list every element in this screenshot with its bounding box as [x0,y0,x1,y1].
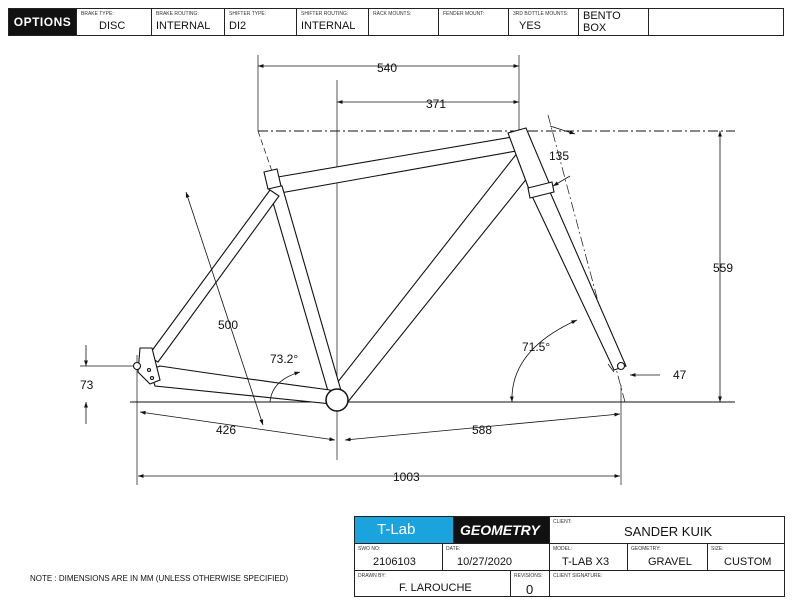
option-label: SHIFTER ROUTING: [301,11,349,17]
seat-collar [263,168,282,190]
date-value: 10/27/2020 [457,556,513,568]
revisions-value: 0 [526,582,534,597]
swo-value: 2106103 [373,556,416,568]
option-rack-mounts: RACK MOUNTS: [368,9,438,35]
option-value: DISC [99,20,126,32]
dim-head-tube: 135 [549,149,569,163]
client-cell: CLIENT: SANDER KUIK [550,517,784,544]
date-cell: DATE: 10/27/2020 [443,544,550,571]
size-label: SIZE: [711,546,724,552]
option-label: BRAKE TYPE: [81,11,114,17]
brand-logo: T-Lab [377,521,416,538]
chain-stay [149,365,333,405]
dim-head-angle: 71.5° [522,340,550,354]
bike-frame [132,127,627,412]
option-label: RACK MOUNTS: [373,11,412,17]
size-value: CUSTOM [724,556,772,568]
size-cell: SIZE: CUSTOM [708,544,784,571]
brand-cell: T-Lab [355,517,454,544]
option-third-bottle-mounts: 3RD BOTTLE MOUNTS: YES [508,9,578,35]
swo-cell: SWO NO: 2106103 [355,544,443,571]
title-block: T-Lab GEOMETRY CLIENT: SANDER KUIK SWO N… [354,516,785,597]
fork-tick [607,363,615,373]
model-value: T-LAB X3 [562,556,610,568]
dim-seat-angle: 73.2° [270,352,298,366]
option-value: DI2 [229,20,247,32]
dim-588-line [344,412,621,442]
dim-135-bottom [552,175,571,187]
dim-wheelbase: 1003 [393,470,420,484]
dim-stack: 559 [713,261,733,275]
geometry-value: GRAVEL [648,556,692,568]
drawn-by-label: DRAWN BY: [358,573,386,579]
option-fender-mount: FENDER MOUNT: [438,9,508,35]
geometry-label: GEOMETRY: [631,546,661,552]
option-label: BRAKE ROUTING: [156,11,199,17]
model-label: MODEL: [553,546,573,552]
dim-reach: 371 [426,97,446,111]
crown [527,181,555,199]
option-value: YES [519,20,542,32]
rear-axle [132,361,142,371]
bottom-bracket [325,388,349,412]
option-value: INTERNAL [301,20,356,32]
drawn-by-cell: DRAWN BY: F. LAROUCHE [355,571,511,596]
dim-500-line [185,191,264,426]
options-title: OPTIONS [9,9,76,35]
option-label: FENDER MOUNT: [443,11,485,17]
options-bar: OPTIONS BRAKE TYPE: DISC BRAKE ROUTING: … [8,8,784,36]
option-value: BENTO BOX [583,10,621,34]
dim-426-line [139,410,336,442]
dimension-lines [84,64,722,478]
client-value: SANDER KUIK [624,524,713,539]
head-angle-arc [509,319,578,403]
client-signature-label: CLIENT SIGNATURE: [553,573,603,579]
option-value: INTERNAL [156,20,211,32]
option-bento-box: BENTO BOX [578,9,648,35]
reference-lines [80,55,735,485]
option-label: 3RD BOTTLE MOUNTS: [513,11,569,17]
dim-fork-offset: 47 [673,368,687,382]
swo-label: SWO NO: [358,546,381,552]
drawn-by-value: F. LAROUCHE [399,582,472,594]
model-cell: MODEL: T-LAB X3 [550,544,628,571]
option-shifter-routing: SHIFTER ROUTING: INTERNAL [296,9,368,35]
option-shifter-type: SHIFTER TYPE: DI2 [224,9,296,35]
dimension-note: NOTE : DIMENSIONS ARE IN MM (UNLESS OTHE… [30,574,289,583]
dim-chainstay: 426 [216,423,236,437]
option-brake-routing: BRAKE ROUTING: INTERNAL [151,9,224,35]
seat-angle-arc [269,371,301,403]
down-tube [329,151,533,404]
top-tube [271,136,523,194]
client-label: CLIENT: [553,519,572,525]
option-empty [648,9,783,35]
option-brake-type: BRAKE TYPE: DISC [76,9,151,35]
dim-seat-tube: 500 [218,318,238,332]
dim-front-center: 588 [472,423,492,437]
client-signature-cell: CLIENT SIGNATURE: [550,571,784,596]
dim-bb-drop: 73 [80,378,94,392]
option-label: SHIFTER TYPE: [229,11,267,17]
dim-135-top [549,125,576,135]
date-label: DATE: [446,546,461,552]
dimension-labels: 540 371 135 559 500 73.2° 71.5° 73 47 42… [80,61,733,484]
front-axle [616,361,626,371]
geometry-cell: GEOMETRY: GRAVEL [628,544,708,571]
dim-reach-total: 540 [377,61,397,75]
frame-geometry-drawing: 540 371 135 559 500 73.2° 71.5° 73 47 42… [80,55,735,485]
revisions-cell: REVISIONS: 0 [511,571,550,597]
section-title: GEOMETRY [460,522,540,538]
revisions-label: REVISIONS: [514,573,543,579]
section-cell: GEOMETRY [454,517,550,544]
